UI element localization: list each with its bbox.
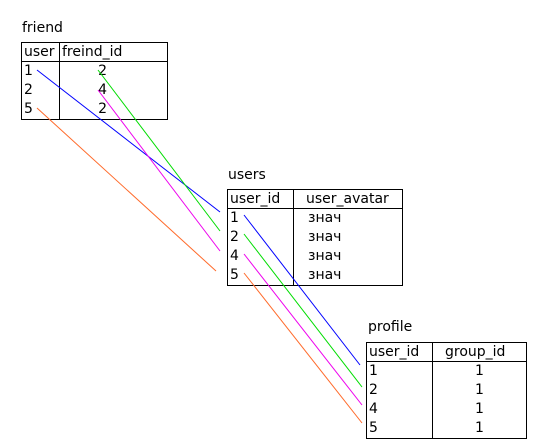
- friend-col-freind-id-header: freind_id: [59, 42, 168, 62]
- table-row: 1 1: [366, 361, 527, 381]
- profile-col-group-id-header: group_id: [432, 342, 527, 362]
- users-cell-user-id: 2: [227, 228, 294, 247]
- table-row: 2 4: [21, 81, 168, 100]
- users-col-user-id-header: user_id: [227, 189, 294, 209]
- table-row: 1 знач: [227, 208, 403, 228]
- users-col-user-avatar-header: user_avatar: [293, 189, 403, 209]
- link-line: [36, 107, 217, 272]
- profile-cell-user-id: 1: [366, 361, 433, 381]
- profile-cell-group-id: 1: [432, 419, 527, 439]
- friend-cell-freind-id: 4: [59, 81, 168, 100]
- table-row: 1 2: [21, 61, 168, 81]
- users-table: user_id user_avatar 1 знач 2 знач 4 знач…: [227, 189, 403, 286]
- profile-table: user_id group_id 1 1 2 1 4 1 5 1: [366, 342, 527, 439]
- profile-cell-user-id: 5: [366, 419, 433, 439]
- profile-cell-group-id: 1: [432, 381, 527, 400]
- friend-cell-user: 1: [21, 61, 60, 81]
- friend-table: user freind_id 1 2 2 4 5 2: [21, 42, 168, 120]
- table-row: 2 1: [366, 381, 527, 400]
- table-row: 2 знач: [227, 228, 403, 247]
- link-line: [243, 272, 363, 424]
- profile-cell-group-id: 1: [432, 400, 527, 419]
- table-row: 5 1: [366, 419, 527, 439]
- users-cell-user-id: 4: [227, 247, 294, 266]
- users-cell-user-avatar: знач: [293, 247, 403, 266]
- table-row: 4 1: [366, 400, 527, 419]
- table-row: 5 2: [21, 100, 168, 120]
- friend-cell-user: 2: [21, 81, 60, 100]
- profile-cell-group-id: 1: [432, 361, 527, 381]
- users-header-row: user_id user_avatar: [227, 189, 403, 209]
- friend-cell-freind-id: 2: [59, 100, 168, 120]
- friend-table-caption: friend: [22, 20, 63, 36]
- table-row: 4 знач: [227, 247, 403, 266]
- profile-col-user-id-header: user_id: [366, 342, 433, 362]
- users-table-caption: users: [228, 167, 266, 183]
- friend-header-row: user freind_id: [21, 42, 168, 62]
- users-cell-user-id: 1: [227, 208, 294, 228]
- users-cell-user-id: 5: [227, 266, 294, 286]
- profile-table-caption: profile: [368, 319, 413, 335]
- profile-header-row: user_id group_id: [366, 342, 527, 362]
- users-cell-user-avatar: знач: [293, 266, 403, 286]
- profile-cell-user-id: 4: [366, 400, 433, 419]
- friend-col-user-header: user: [21, 42, 60, 62]
- users-cell-user-avatar: знач: [293, 228, 403, 247]
- profile-cell-user-id: 2: [366, 381, 433, 400]
- table-row: 5 знач: [227, 266, 403, 286]
- users-cell-user-avatar: знач: [293, 208, 403, 228]
- friend-cell-freind-id: 2: [59, 61, 168, 81]
- friend-cell-user: 5: [21, 100, 60, 120]
